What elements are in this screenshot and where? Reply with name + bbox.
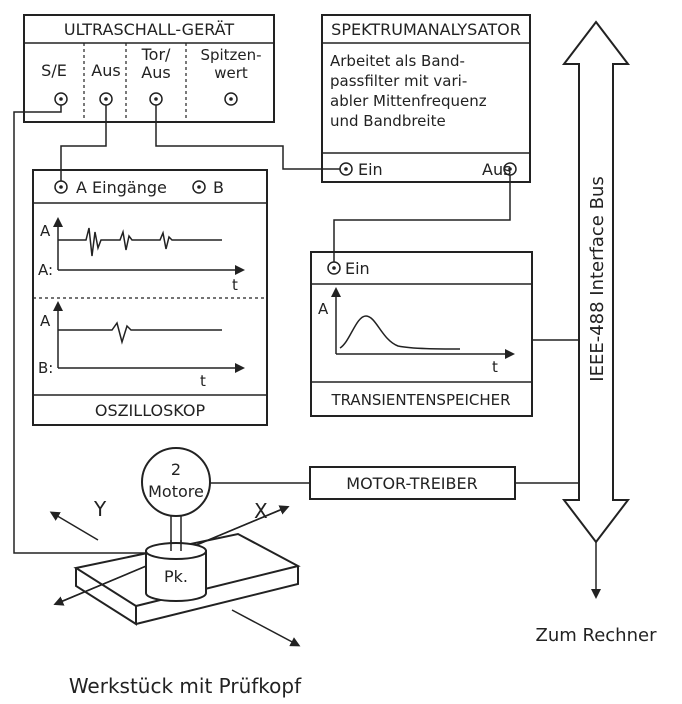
probe-label: Pk. — [164, 567, 188, 586]
axis-x-label: X — [254, 499, 268, 523]
wire-tor-to-spectrum-ein — [155, 105, 340, 170]
oscilloscope-b-trace — [58, 321, 222, 345]
oscilloscope-a-trace — [58, 227, 222, 257]
port-aus-label: Aus — [91, 61, 120, 80]
motor-label: Motore — [148, 482, 204, 501]
transient-y-axis-label: A — [318, 300, 329, 318]
oscilloscope-a-x-axis-label: t — [232, 276, 238, 294]
port-tor-label-line1: Tor/ — [141, 45, 171, 64]
spectrum-analyzer: SPEKTRUMANALYSATOR Arbeitet als Band- pa… — [321, 14, 531, 183]
motor-circle — [141, 447, 211, 517]
spectrum-analyzer-desc-line: passfilter mit vari- — [330, 72, 467, 90]
ieee-488-bus: IEEE-488 Interface Bus Zum Rechner — [536, 20, 658, 646]
oscilloscope-inputs-label: A Eingänge — [76, 178, 167, 197]
spectrum-analyzer-title: SPEKTRUMANALYSATOR — [331, 20, 521, 39]
workpiece-assembly: 2 Motore Y X Pk. Werkstück mit Prüfkopf — [49, 447, 302, 698]
motor-count-label: 2 — [171, 460, 181, 479]
wire-se-to-probe — [13, 105, 146, 554]
oscilloscope-b-x-axis-label: t — [200, 372, 206, 390]
port-spitzenwert-label-line2: wert — [214, 64, 248, 82]
transient-recorder-title: TRANSIENTENSPEICHER — [330, 391, 510, 409]
axis-y-label: Y — [93, 497, 107, 521]
motor-driver: MOTOR-TREIBER — [309, 466, 516, 500]
y-axis-arrow-back — [49, 511, 99, 541]
spectrum-ein-label: Ein — [358, 160, 383, 179]
transient-pulse-trace — [339, 315, 461, 350]
spectrum-analyzer-desc-line: abler Mittenfrequenz — [330, 92, 487, 110]
spectrum-analyzer-frame — [321, 14, 531, 183]
motor-driver-label: MOTOR-TREIBER — [346, 474, 477, 493]
port-spitzenwert-label-line1: Spitzen- — [200, 46, 261, 64]
wire-spectrum-aus-to-transient-ein — [333, 175, 511, 262]
port-se-label: S/E — [41, 61, 67, 80]
spectrum-analyzer-desc-line: und Bandbreite — [330, 112, 446, 130]
ieee-488-bus-label: IEEE-488 Interface Bus — [587, 176, 608, 381]
transient-ein-connector-icon — [327, 261, 341, 275]
oscilloscope-input-b-label: B — [213, 178, 224, 197]
transient-x-axis-label: t — [492, 358, 498, 376]
connection-wires — [13, 105, 579, 554]
port-aus-connector-icon — [99, 92, 113, 106]
spectrum-analyzer-desc-line: Arbeitet als Band- — [330, 52, 465, 70]
spectrum-aus-label: Aus — [482, 160, 511, 179]
ultrasonic-device-title: ULTRASCHALL-GERÄT — [64, 20, 235, 39]
oscilloscope-input-b-connector-icon — [192, 180, 206, 194]
wire-aus-to-osc-a — [60, 105, 107, 181]
transient-recorder: Ein A t TRANSIENTENSPEICHER — [310, 251, 533, 417]
ultrasonic-device: ULTRASCHALL-GERÄT S/E Aus Tor/ Aus Spitz… — [23, 14, 275, 123]
port-spitzenwert-connector-icon — [224, 92, 238, 106]
port-tor-connector-icon — [149, 92, 163, 106]
transient-recorder-frame — [310, 251, 533, 417]
port-se-connector-icon — [54, 92, 68, 106]
port-tor-label-line2: Aus — [141, 63, 170, 82]
y-axis-arrow-front — [231, 609, 301, 647]
oscilloscope-a-y-axis-label: A — [40, 222, 51, 240]
workpiece-left-face — [75, 568, 137, 626]
oscilloscope-input-a-connector-icon — [54, 180, 68, 194]
oscilloscope-channel-a-label: A: — [38, 261, 53, 279]
ultrasonic-device-frame — [23, 14, 275, 123]
oscilloscope-b-y-axis-label: A — [40, 312, 51, 330]
oscilloscope-channel-b-label: B: — [38, 359, 53, 377]
spectrum-ein-connector-icon — [339, 162, 353, 176]
transient-ein-label: Ein — [345, 259, 370, 278]
workpiece-right-face — [135, 566, 299, 625]
oscilloscope-title: OSZILLOSKOP — [95, 401, 206, 420]
oscilloscope: A Eingänge B A t A: A t B: OSZILLOSKOP — [32, 169, 268, 426]
bus-destination-label: Zum Rechner — [536, 625, 658, 646]
workpiece-caption: Werkstück mit Prüfkopf — [69, 674, 302, 698]
probe-cylinder-top — [145, 542, 207, 560]
probe-cylinder-body — [145, 550, 207, 602]
